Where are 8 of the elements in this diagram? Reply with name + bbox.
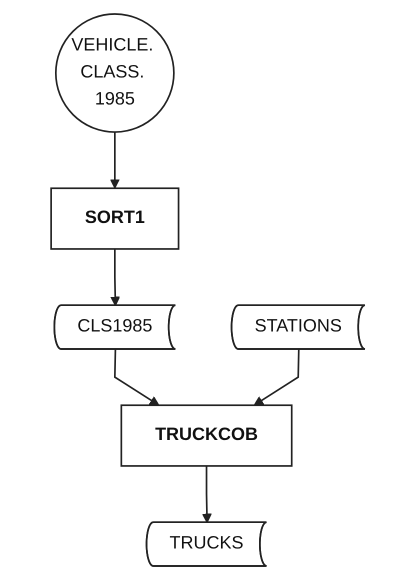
arrow bbox=[110, 132, 120, 189]
node-circle: VEHICLE. CLASS. 1985 bbox=[54, 13, 175, 133]
node-box: TRUCKCOB bbox=[120, 404, 293, 467]
arrow bbox=[202, 466, 212, 524]
node-box: SORT1 bbox=[50, 187, 180, 250]
arrow bbox=[254, 350, 300, 406]
arrow bbox=[110, 248, 120, 306]
arrow bbox=[114, 350, 160, 406]
